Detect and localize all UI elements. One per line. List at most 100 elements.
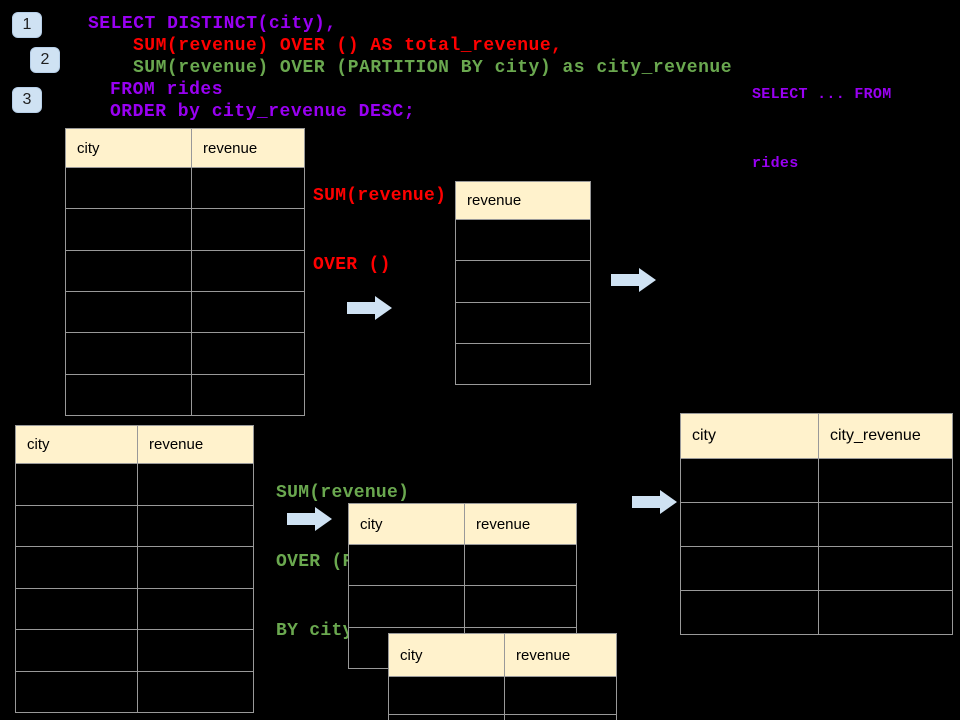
table-row — [66, 208, 304, 250]
table-cell-empty — [137, 588, 253, 629]
table-row — [16, 587, 253, 629]
table-revenue-only: revenue — [455, 181, 591, 385]
table-cell-empty — [137, 547, 253, 588]
table-cell-empty — [191, 168, 304, 209]
sql-line-city-revenue: SUM(revenue) OVER (PARTITION BY city) as… — [133, 58, 732, 78]
table-row — [66, 249, 304, 291]
label-sum-over-empty: SUM(revenue) OVER () — [313, 139, 446, 323]
table-cell-empty — [349, 545, 464, 586]
table-row — [16, 463, 253, 505]
table-row — [456, 260, 590, 302]
table-row — [681, 502, 952, 546]
table-row — [16, 546, 253, 588]
table-cell-empty — [16, 588, 137, 629]
label-line: OVER () — [313, 255, 391, 275]
table-cell-empty — [681, 547, 818, 590]
table-cell-empty — [456, 261, 590, 302]
table-row — [66, 290, 304, 333]
table-body — [66, 167, 304, 415]
table-cell-empty — [818, 547, 952, 590]
table-row — [389, 676, 616, 714]
table-cell-empty — [456, 302, 590, 343]
step-badge-2: 2 — [30, 47, 60, 73]
step-badge-1: 1 — [12, 12, 42, 38]
column-header-revenue: revenue — [137, 426, 253, 463]
table-cell-empty — [66, 250, 191, 291]
right-arrow-icon — [347, 296, 392, 320]
sql-line-from: FROM rides — [110, 80, 224, 100]
column-header-revenue: revenue — [456, 182, 590, 219]
right-arrow-icon — [287, 507, 332, 531]
column-header-city-revenue: city_revenue — [818, 414, 952, 458]
table-cell-empty — [818, 503, 952, 546]
table-body — [389, 676, 616, 720]
table-cell-empty — [456, 343, 590, 384]
table-cell-empty — [818, 591, 952, 634]
table-cell-empty — [464, 586, 576, 627]
table-header-row: city revenue — [389, 634, 616, 676]
table-city-revenue-result: city city_revenue — [680, 413, 953, 635]
table-cell-empty — [137, 505, 253, 546]
side-note-line: SELECT ... FROM — [752, 86, 892, 103]
table-source-bottom: city revenue — [15, 425, 254, 713]
table-cell-empty — [191, 333, 304, 374]
column-header-city: city — [16, 426, 137, 463]
sql-line-select: SELECT DISTINCT(city), — [88, 14, 337, 34]
column-header-revenue: revenue — [464, 504, 576, 544]
table-cell-empty — [66, 168, 191, 209]
table-cell-empty — [191, 291, 304, 333]
table-cell-empty — [504, 677, 616, 714]
table-row — [66, 373, 304, 415]
label-line: SUM(revenue) — [276, 483, 410, 503]
table-cell-empty — [66, 374, 191, 415]
column-header-city: city — [349, 504, 464, 544]
table-row — [389, 714, 616, 720]
table-partition-front: city revenue — [388, 633, 617, 720]
table-cell-empty — [66, 291, 191, 333]
right-arrow-icon — [632, 490, 677, 514]
table-header-row: city revenue — [349, 504, 576, 544]
table-cell-empty — [456, 220, 590, 261]
right-arrow-icon — [611, 268, 656, 292]
step-badge-3: 3 — [12, 87, 42, 113]
table-row — [16, 670, 253, 712]
side-note-select-from-rides: SELECT ... FROM rides — [752, 37, 892, 221]
table-cell-empty — [16, 671, 137, 712]
table-row — [681, 458, 952, 502]
table-row — [456, 219, 590, 261]
table-header-row: revenue — [456, 182, 590, 219]
table-body — [16, 463, 253, 712]
table-row — [681, 590, 952, 634]
table-row — [16, 504, 253, 546]
table-body — [456, 219, 590, 384]
table-row — [66, 332, 304, 374]
table-cell-empty — [349, 586, 464, 627]
table-row — [349, 544, 576, 586]
table-cell-empty — [389, 677, 504, 714]
column-header-city: city — [389, 634, 504, 676]
table-cell-empty — [137, 630, 253, 671]
table-cell-empty — [191, 374, 304, 415]
table-cell-empty — [464, 545, 576, 586]
table-cell-empty — [16, 464, 137, 505]
table-cell-empty — [66, 209, 191, 250]
column-header-revenue: revenue — [191, 129, 304, 167]
sql-line-order-by: ORDER by city_revenue DESC; — [110, 102, 416, 122]
table-cell-empty — [191, 250, 304, 291]
table-source-top: city revenue — [65, 128, 305, 416]
side-note-line: rides — [752, 155, 799, 172]
table-cell-empty — [389, 715, 504, 720]
table-row — [456, 342, 590, 384]
table-cell-empty — [16, 630, 137, 671]
table-header-row: city revenue — [66, 129, 304, 167]
table-header-row: city revenue — [16, 426, 253, 463]
table-row — [456, 301, 590, 343]
table-cell-empty — [66, 333, 191, 374]
table-cell-empty — [137, 671, 253, 712]
table-cell-empty — [191, 209, 304, 250]
table-row — [66, 167, 304, 209]
table-cell-empty — [681, 591, 818, 634]
column-header-city: city — [681, 414, 818, 458]
column-header-city: city — [66, 129, 191, 167]
